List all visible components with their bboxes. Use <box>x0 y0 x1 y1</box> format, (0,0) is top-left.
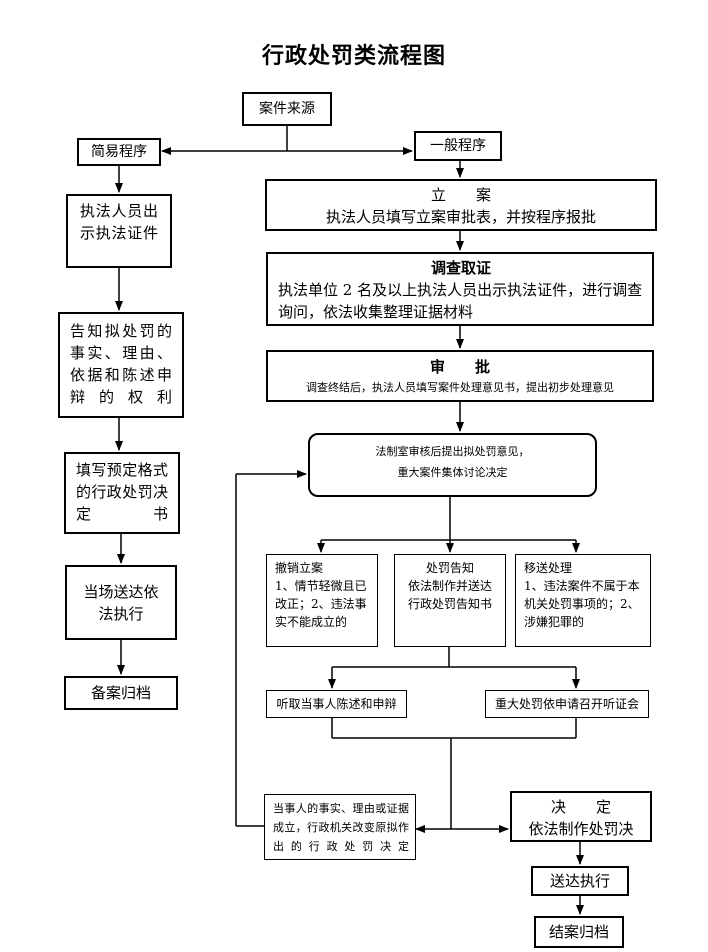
close-archive-label: 结案归档 <box>548 923 609 941</box>
inform-rights-label: 告知拟处罚的事实、理由、依据和陈述申辩的权利 <box>70 322 172 406</box>
archive-simple-box: 备案归档 <box>64 676 178 710</box>
transfer-handling-box: 移送处理 1、违法案件不属于本机关处罚事项的；2、涉嫌犯罪的 <box>515 554 651 647</box>
investigation-title: 调查取证 <box>430 259 491 277</box>
filing-title: 立 案 <box>430 186 491 204</box>
legal-review-line2: 重大案件集体讨论决定 <box>397 466 508 479</box>
revoke-filing-box: 撤销立案 1、情节轻微且已改正；2、违法事实不能成立的 <box>266 554 378 647</box>
hearing-request-box: 重大处罚依申请召开听证会 <box>485 690 649 718</box>
deliver-execute-simple-label: 当场送达依法执行 <box>83 582 159 623</box>
filing-box: 立 案 执法人员填写立案审批表，并按程序报批 <box>265 179 657 231</box>
approval-desc: 调查终结后，执法人员填写案件处理意见书，提出初步处理意见 <box>306 381 614 394</box>
simple-procedure-box: 简易程序 <box>77 138 161 166</box>
inform-rights-box: 告知拟处罚的事实、理由、依据和陈述申辩的权利 <box>58 312 184 418</box>
show-certificate-box: 执法人员出示执法证件 <box>66 194 172 268</box>
revoke-filing-title: 撤销立案 <box>275 561 324 575</box>
general-procedure-label: 一般程序 <box>430 138 486 154</box>
fill-decision-box: 填写预定格式的行政处罚决定书 <box>64 452 180 534</box>
decision-desc: 依法制作处罚决 <box>528 820 634 838</box>
deliver-execute-box: 送达执行 <box>531 866 629 896</box>
penalty-notice-desc: 依法制作并送达行政处罚告知书 <box>407 579 492 611</box>
approval-title: 审 批 <box>429 358 490 376</box>
general-procedure-box: 一般程序 <box>414 131 502 161</box>
transfer-handling-desc: 1、违法案件不属于本机关处罚事项的；2、涉嫌犯罪的 <box>524 579 640 629</box>
decision-title: 决 定 <box>550 798 611 816</box>
revoke-filing-desc: 1、情节轻微且已改正；2、违法事实不能成立的 <box>275 579 367 629</box>
legal-review-box: 法制室审核后提出拟处罚意见， 重大案件集体讨论决定 <box>308 433 597 497</box>
decision-box: 决 定 依法制作处罚决 <box>510 791 652 842</box>
case-source-box: 案件来源 <box>242 92 332 126</box>
filing-desc: 执法人员填写立案审批表，并按程序报批 <box>325 208 596 226</box>
legal-review-line1: 法制室审核后提出拟处罚意见， <box>375 445 530 458</box>
case-source-label: 案件来源 <box>259 101 315 117</box>
change-decision-label: 当事人的事实、理由或证据成立，行政机关改变原拟作出的行政处罚决定 <box>273 802 409 853</box>
simple-procedure-label: 简易程序 <box>91 144 147 160</box>
deliver-execute-label: 送达执行 <box>549 872 610 890</box>
show-certificate-label: 执法人员出示执法证件 <box>80 202 158 242</box>
close-archive-box: 结案归档 <box>534 916 624 948</box>
penalty-notice-title: 处罚告知 <box>425 561 474 575</box>
transfer-handling-title: 移送处理 <box>524 561 573 575</box>
investigation-box: 调查取证 执法单位 2 名及以上执法人员出示执法证件，进行调查询问，依法收集整理… <box>266 252 654 326</box>
penalty-notice-box: 处罚告知 依法制作并送达行政处罚告知书 <box>394 554 506 647</box>
investigation-desc: 执法单位 2 名及以上执法人员出示执法证件，进行调查询问，依法收集整理证据材料 <box>278 281 643 321</box>
deliver-execute-simple-box: 当场送达依法执行 <box>65 565 177 640</box>
page-title: 行政处罚类流程图 <box>261 44 446 69</box>
approval-box: 审 批 调查终结后，执法人员填写案件处理意见书，提出初步处理意见 <box>266 350 654 402</box>
hear-statement-label: 听取当事人陈述和申辩 <box>276 697 397 711</box>
hearing-request-label: 重大处罚依申请召开听证会 <box>494 697 639 711</box>
archive-simple-label: 备案归档 <box>90 684 151 702</box>
hear-statement-box: 听取当事人陈述和申辩 <box>266 690 407 718</box>
change-decision-box: 当事人的事实、理由或证据成立，行政机关改变原拟作出的行政处罚决定 <box>264 794 416 860</box>
fill-decision-label: 填写预定格式的行政处罚决定书 <box>76 461 168 523</box>
